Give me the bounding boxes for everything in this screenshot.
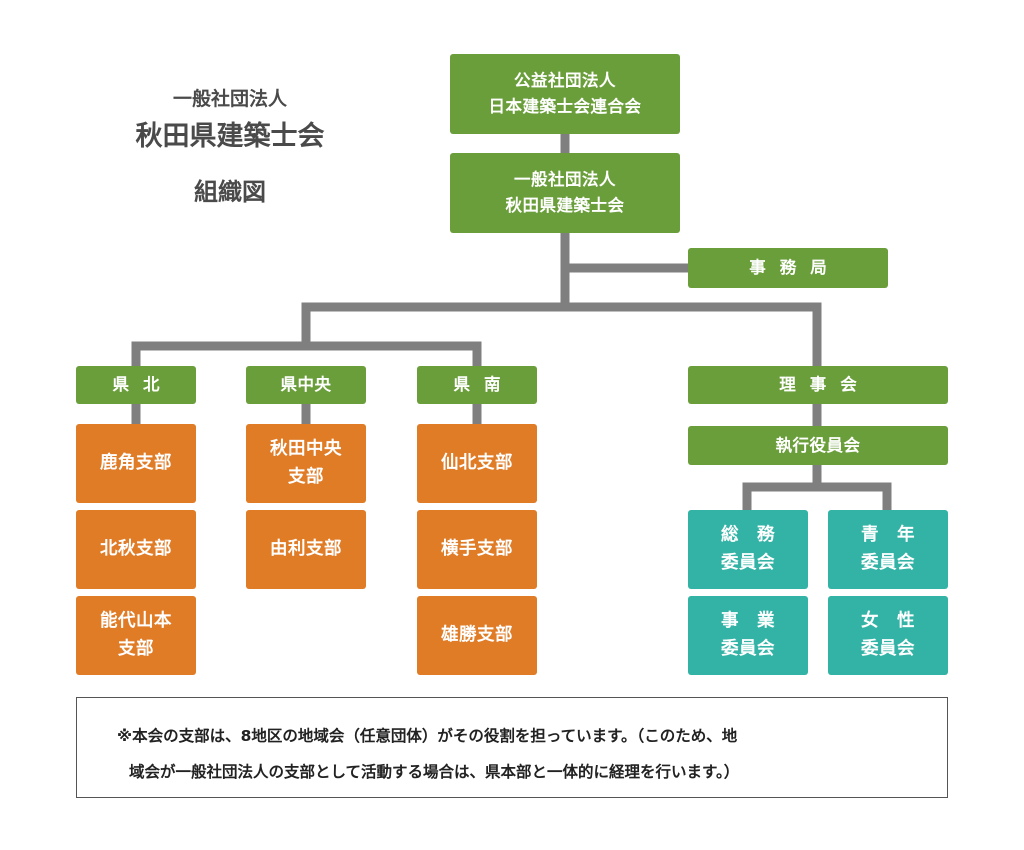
- box-branch-yuri: 由利支部: [246, 510, 366, 589]
- title-corporate-type: 一般社団法人: [172, 88, 287, 110]
- box-executive: 執行役員会: [688, 426, 948, 465]
- box-federation: 公益社団法人 日本建築士会連合会: [450, 54, 680, 134]
- box-branch-kazuno: 鹿角支部: [76, 424, 196, 503]
- box-association: 一般社団法人 秋田県建築士会: [450, 153, 680, 233]
- box-branch-akita-chuo: 秋田中央 支部: [246, 424, 366, 503]
- box-branch-noshiro: 能代山本 支部: [76, 596, 196, 675]
- box-committee-youth: 青 年 委員会: [828, 510, 948, 589]
- title-chart-label: 組織図: [194, 178, 266, 206]
- box-branch-senboku: 仙北支部: [417, 424, 537, 503]
- footnote-box: ※本会の支部は、8地区の地域会（任意団体）がその役割を担っています。（このため、…: [76, 697, 948, 798]
- box-board: 理事会: [688, 366, 948, 404]
- box-secretariat: 事務局: [688, 248, 888, 288]
- box-branch-ogachi: 雄勝支部: [417, 596, 537, 675]
- box-region-kenpoku: 県北: [76, 366, 196, 404]
- box-region-kennan: 県南: [417, 366, 537, 404]
- box-branch-yokote: 横手支部: [417, 510, 537, 589]
- box-branch-kitaaki: 北秋支部: [76, 510, 196, 589]
- box-committee-women: 女 性 委員会: [828, 596, 948, 675]
- title-organization-name: 秋田県建築士会: [135, 121, 325, 152]
- box-region-kenchuo: 県中央: [246, 366, 366, 404]
- box-committee-general-affairs: 総 務 委員会: [688, 510, 808, 589]
- footnote-line-2: 域会が一般社団法人の支部として活動する場合は、県本部と一体的に経理を行います。）: [129, 763, 740, 781]
- footnote-line-1: ※本会の支部は、8地区の地域会（任意団体）がその役割を担っています。（このため、…: [117, 727, 738, 745]
- box-committee-business: 事 業 委員会: [688, 596, 808, 675]
